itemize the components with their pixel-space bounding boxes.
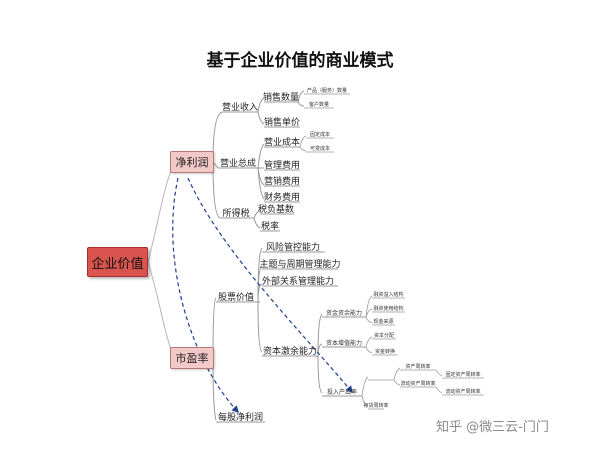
node-current-asset-rate: 流动资产周转率 xyxy=(400,381,436,387)
watermark-text: 知乎 @微三云-门门 xyxy=(436,420,549,435)
node-asset-rate: 资产周转率 xyxy=(405,364,431,370)
node-finance-expense: 财务费用 xyxy=(264,193,301,203)
diagram-title: 基于企业价值的商业模式 xyxy=(206,51,394,71)
node-capital-dist: 资本分配 xyxy=(373,333,394,339)
node-stock-value: 股票价值 xyxy=(217,293,254,303)
node-enterprise-value: 企业价值 xyxy=(87,247,148,277)
node-revenue: 营业收入 xyxy=(221,103,258,113)
node-income-tax: 所得税 xyxy=(222,209,250,219)
node-fixed-cost: 固定成本 xyxy=(309,132,330,138)
node-variable-cost: 可变成本 xyxy=(309,146,330,152)
node-tax-base: 税负基数 xyxy=(258,205,295,215)
node-liquid-asset-rate: 流动资产周转率 xyxy=(445,389,481,395)
node-net-profit: 净利润 xyxy=(170,151,214,173)
node-capital-power: 资金资余能力 xyxy=(325,310,362,317)
node-capital-growth: 资本增值能力 xyxy=(325,340,362,347)
node-eps: 每股净利润 xyxy=(217,413,263,423)
node-fund-raise: 融资溢入结构 xyxy=(373,292,404,298)
link-root-netprofit xyxy=(147,161,176,263)
node-fixed-asset-rate: 固定资产周转率 xyxy=(445,372,481,378)
node-input-output: 投入产出率 xyxy=(326,389,357,396)
node-operating-cost: 营业成本 xyxy=(264,138,301,148)
link-np-trunk xyxy=(212,111,223,163)
node-sales-expense: 营销费用 xyxy=(264,177,301,187)
dashed-arrow-np-to-input xyxy=(187,177,353,394)
node-product-volume: 产品（服务）数量 xyxy=(306,88,347,94)
node-capital-trans: 资金转换 xyxy=(374,349,395,355)
node-inventory-rate: 存货周转率 xyxy=(363,403,389,409)
link-root-peratio xyxy=(147,261,176,359)
node-total-cost: 营业总成 xyxy=(219,159,256,169)
dashed-arrow-np-to-eps xyxy=(172,177,239,414)
node-capital-ability: 资本激余能力 xyxy=(262,347,317,357)
node-cash-source: 现金来源 xyxy=(373,319,394,325)
node-unit-price: 销售单价 xyxy=(264,118,301,128)
node-pe-ratio: 市盈率 xyxy=(170,347,214,369)
node-fund-use: 融资使用结构 xyxy=(373,306,404,312)
node-sales-volume: 销售数量 xyxy=(263,93,300,103)
node-mgmt-expense: 管理费用 xyxy=(264,161,301,171)
node-external-rel: 外部关系管理能力 xyxy=(262,277,335,287)
node-tax-rate: 税率 xyxy=(260,222,279,232)
node-theme-cycle: 主题与周期管理能力 xyxy=(259,260,341,270)
node-customer-volume: 客户数量 xyxy=(308,102,329,108)
node-risk-control: 风险管控能力 xyxy=(265,243,320,253)
